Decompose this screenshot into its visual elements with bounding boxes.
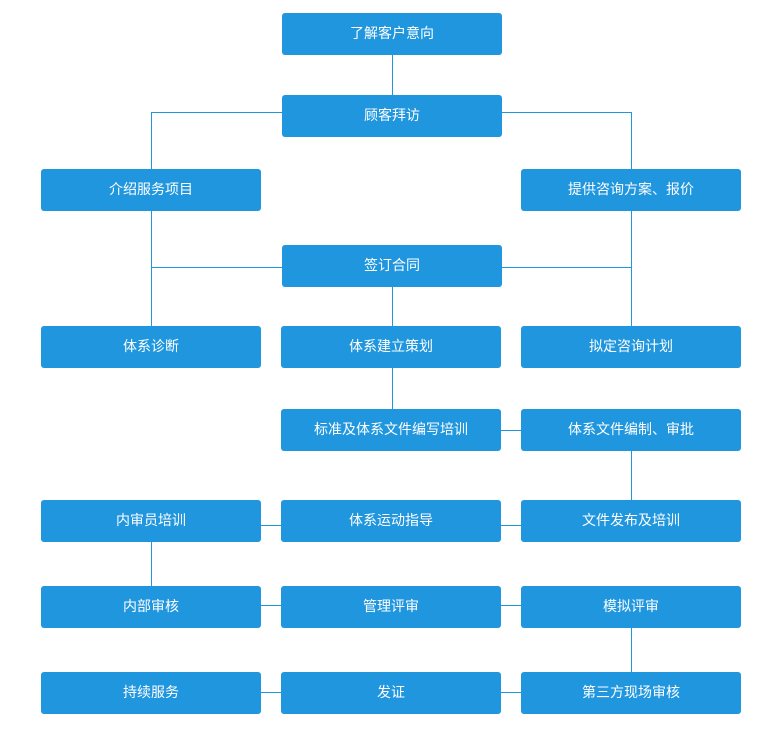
node-continued-service: 持续服务 — [41, 672, 261, 714]
node-operation-guidance: 体系运动指导 — [281, 500, 501, 542]
node-internal-audit: 内部审核 — [41, 586, 261, 628]
node-certification: 发证 — [281, 672, 501, 714]
node-internal-auditor-training: 内审员培训 — [41, 500, 261, 542]
node-understand-intent: 了解客户意向 — [282, 13, 502, 55]
node-customer-visit: 顾客拜访 — [282, 95, 502, 137]
node-mock-review: 模拟评审 — [521, 586, 741, 628]
node-provide-proposal: 提供咨询方案、报价 — [521, 169, 741, 211]
node-introduce-services: 介绍服务项目 — [41, 169, 261, 211]
node-system-diagnosis: 体系诊断 — [41, 326, 261, 368]
node-doc-approval: 体系文件编制、审批 — [521, 409, 741, 451]
connector-visit-introduce — [151, 112, 282, 169]
node-doc-training: 标准及体系文件编写培训 — [281, 409, 501, 451]
node-third-party-audit: 第三方现场审核 — [521, 672, 741, 714]
node-doc-release-training: 文件发布及培训 — [521, 500, 741, 542]
connector-visit-proposal — [502, 112, 632, 169]
node-draft-plan: 拟定咨询计划 — [521, 326, 741, 368]
node-management-review: 管理评审 — [281, 586, 501, 628]
node-sign-contract: 签订合同 — [282, 245, 502, 287]
node-system-planning: 体系建立策划 — [281, 326, 501, 368]
